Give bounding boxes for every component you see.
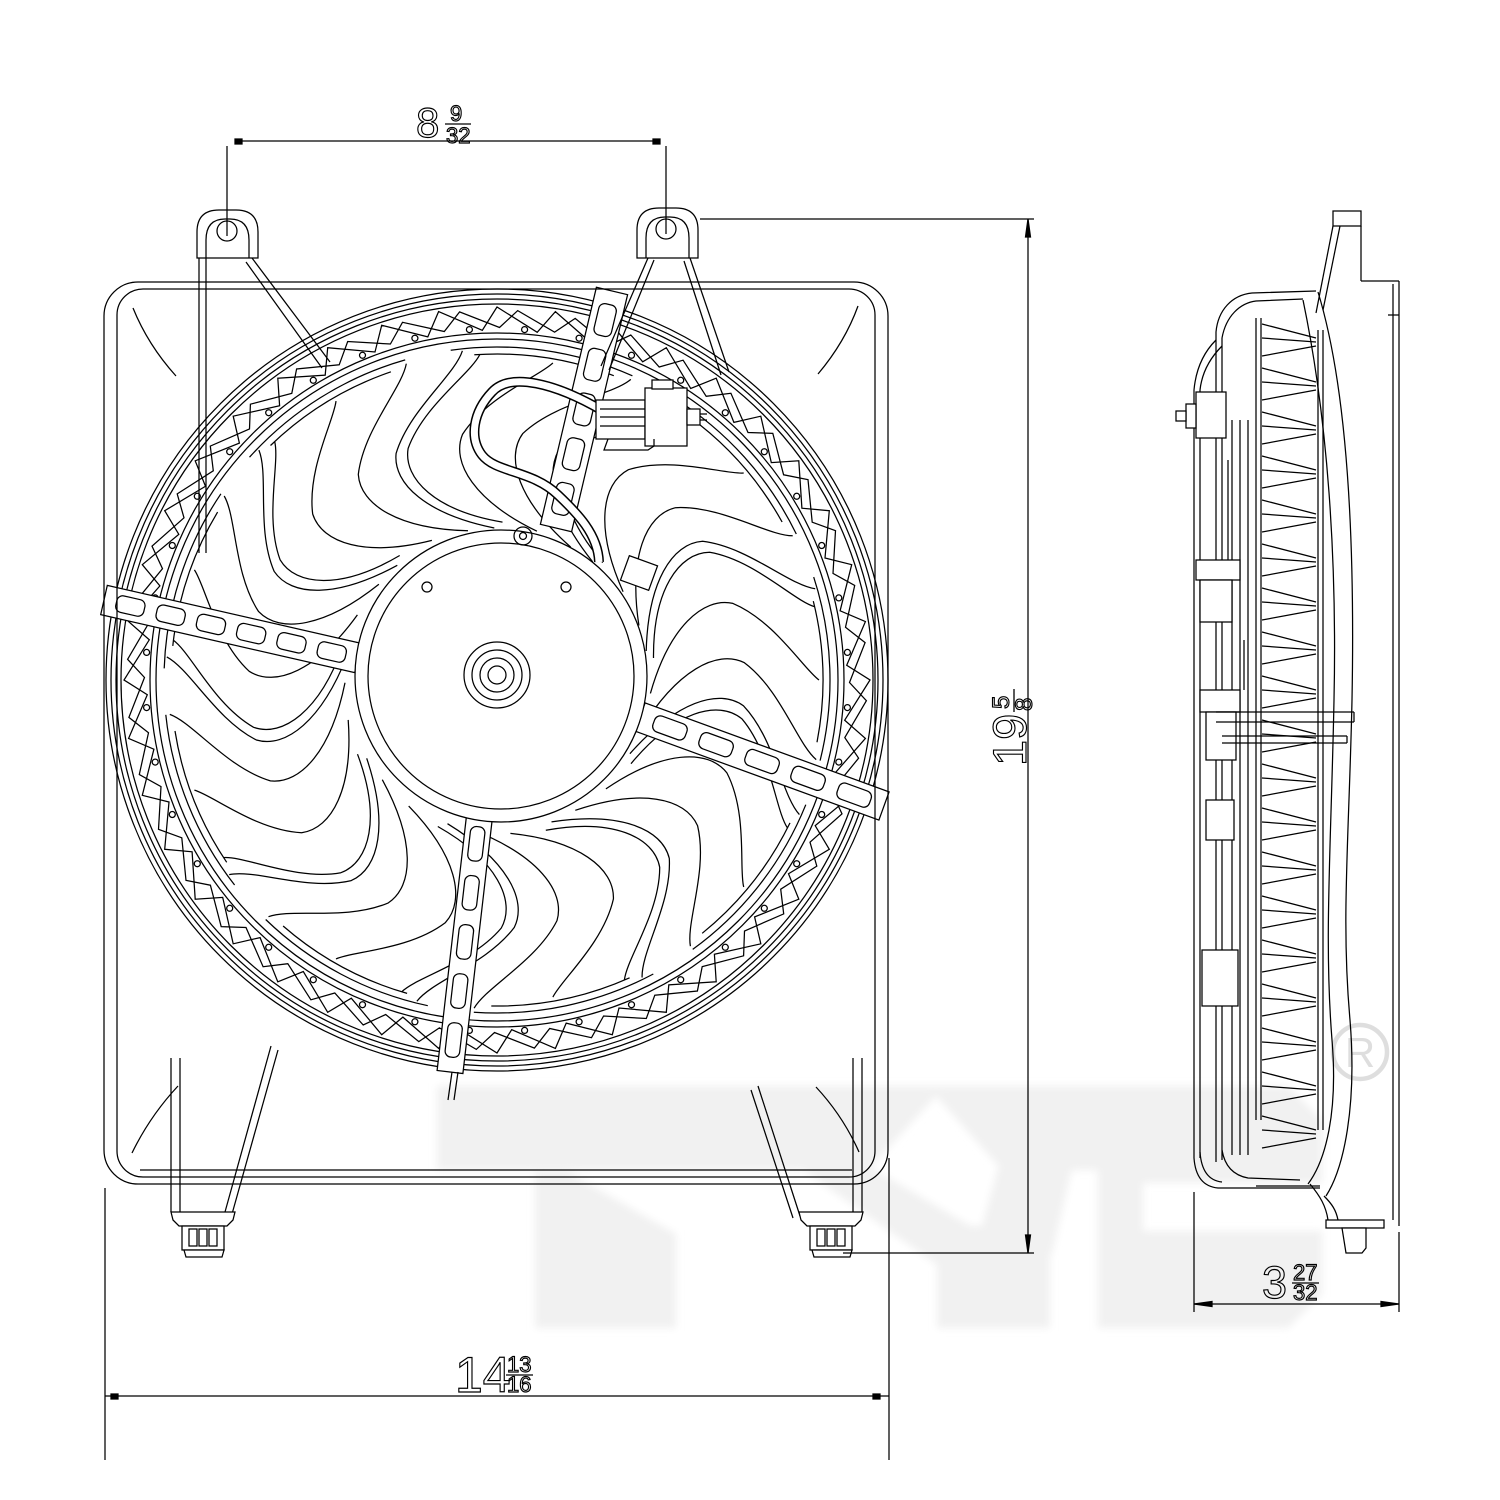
svg-text:32: 32 <box>446 123 470 148</box>
svg-text:14: 14 <box>455 1347 511 1403</box>
svg-text:R: R <box>1345 1029 1375 1076</box>
svg-text:9: 9 <box>450 101 462 126</box>
svg-text:32: 32 <box>1293 1280 1317 1305</box>
svg-text:13: 13 <box>507 1352 531 1377</box>
svg-text:19: 19 <box>983 714 1036 766</box>
svg-text:8: 8 <box>416 99 439 146</box>
svg-text:5: 5 <box>988 696 1015 709</box>
svg-text:16: 16 <box>507 1372 531 1397</box>
svg-text:8: 8 <box>1011 698 1038 711</box>
svg-text:27: 27 <box>1293 1260 1317 1285</box>
svg-text:3: 3 <box>1262 1257 1287 1308</box>
